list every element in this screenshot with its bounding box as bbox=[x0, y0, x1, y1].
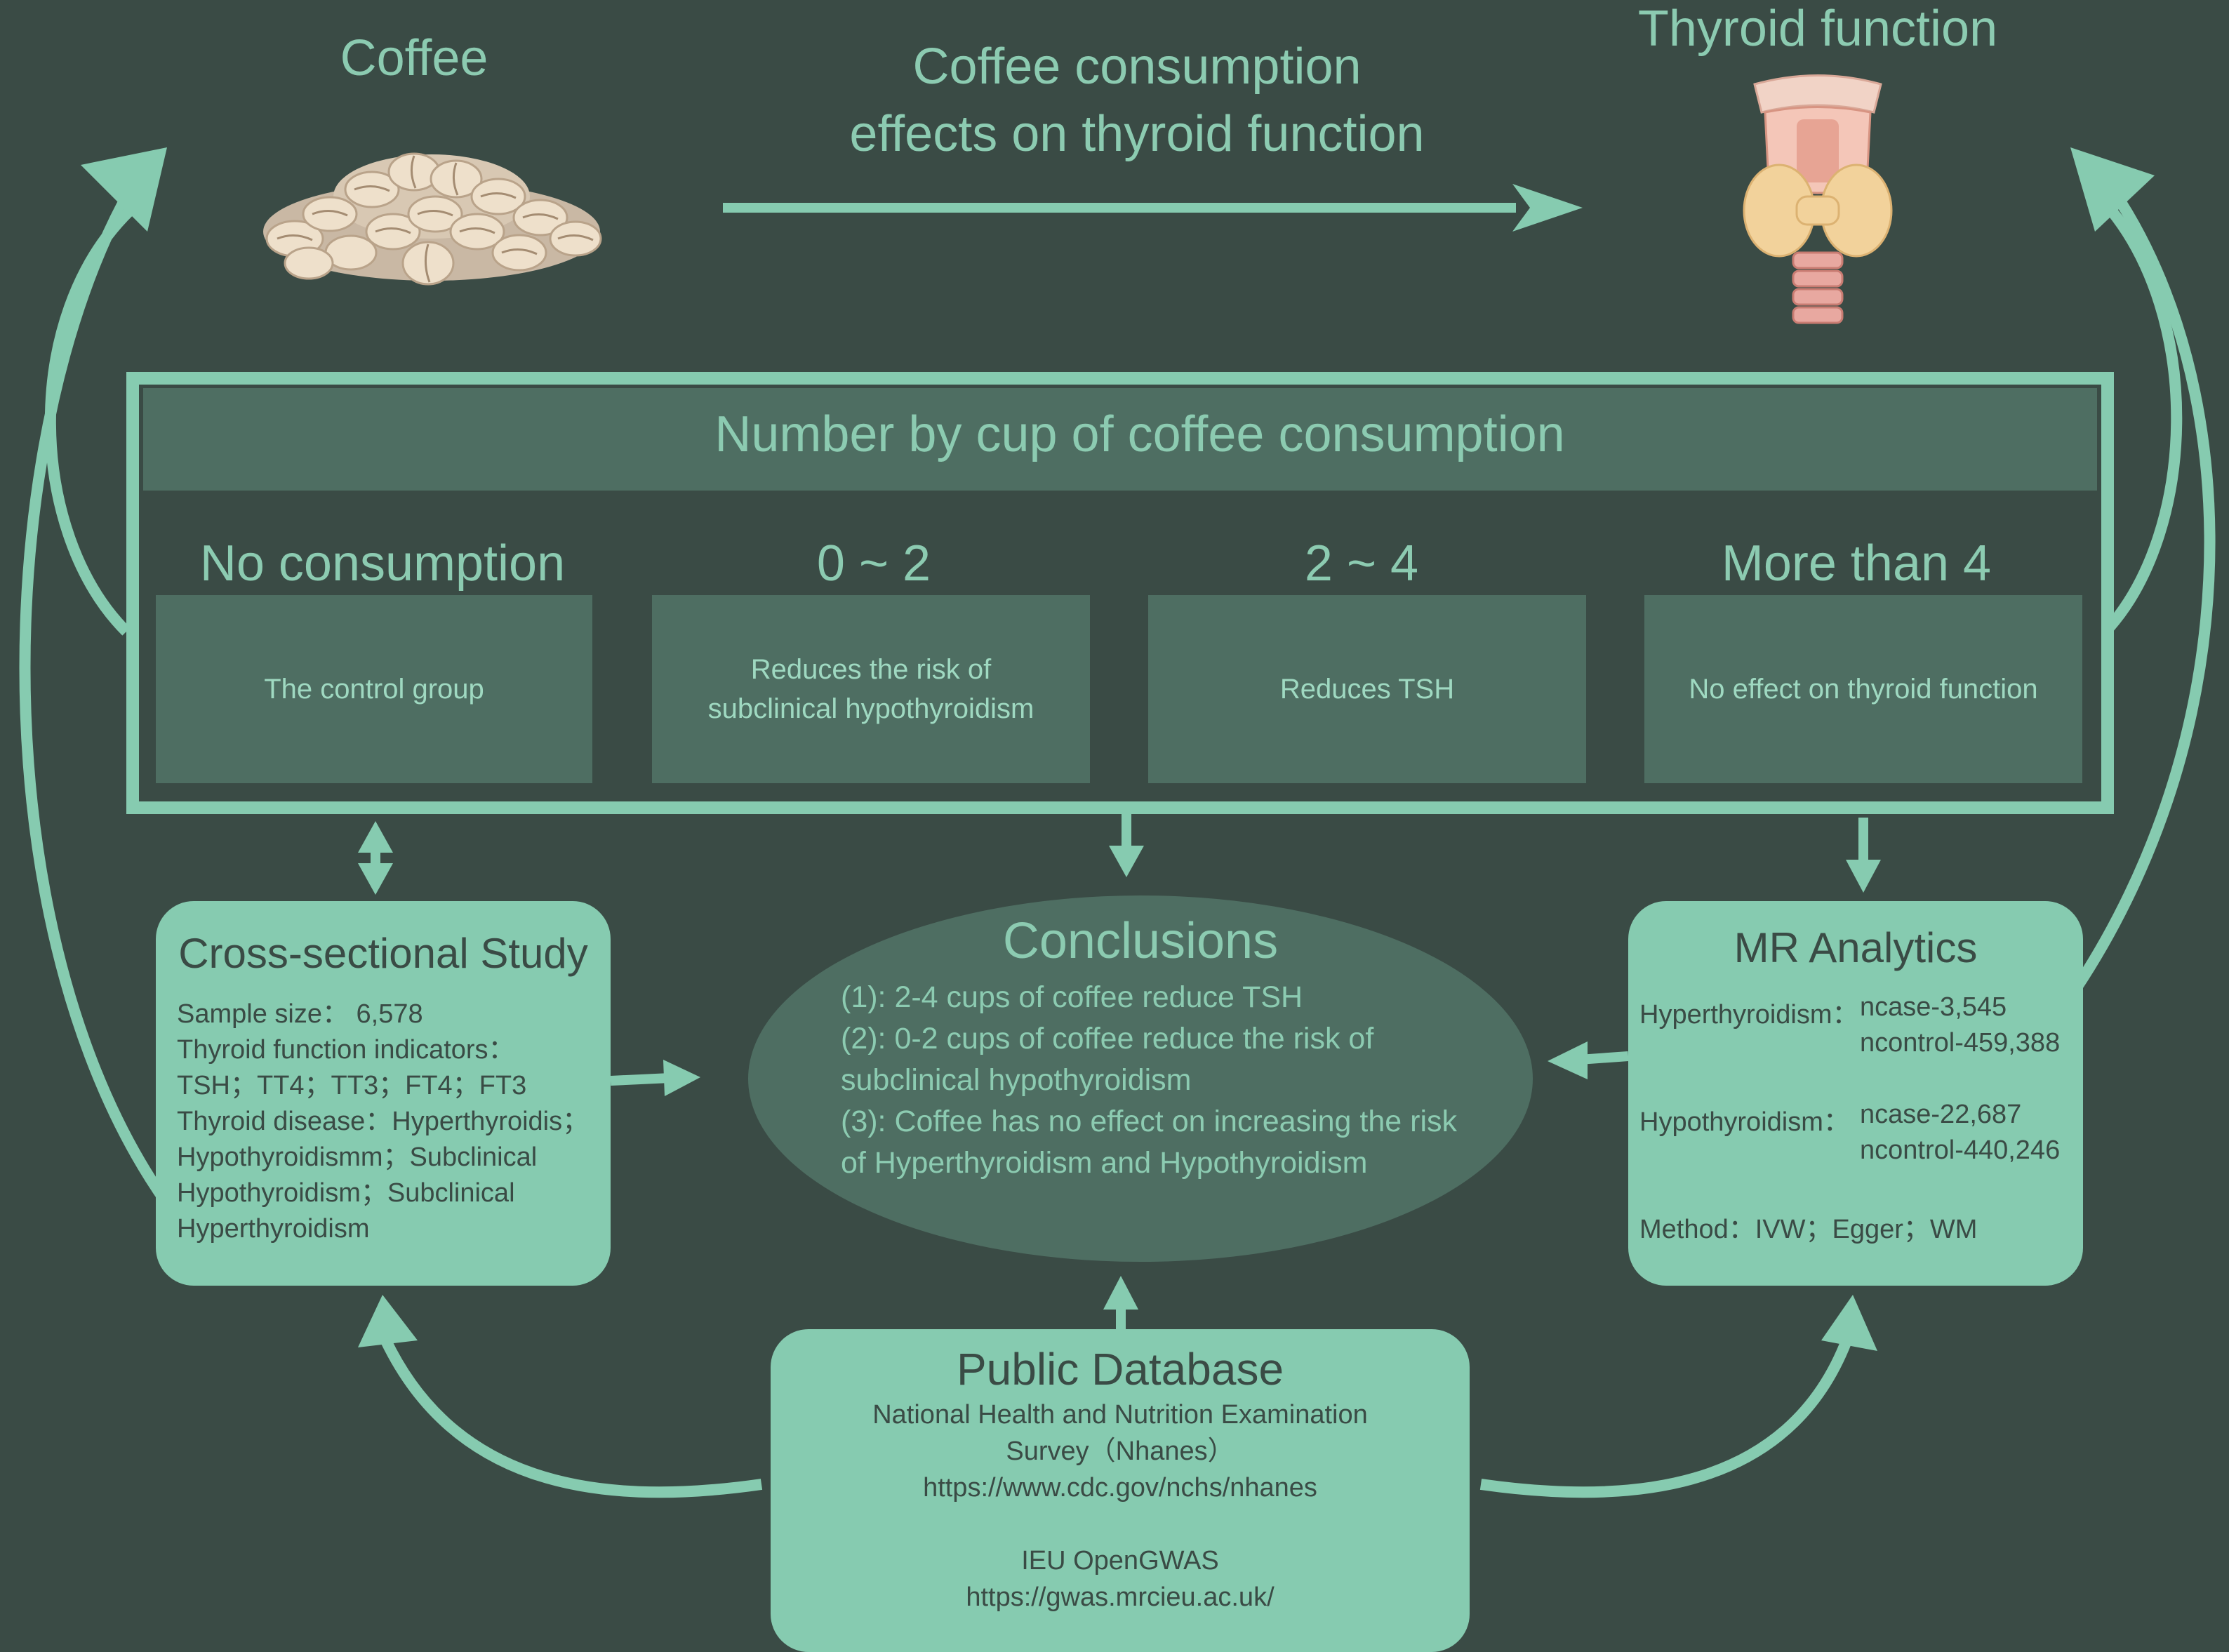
consumption-header-bar bbox=[143, 388, 2097, 491]
db-to-cross-curve bbox=[377, 1331, 763, 1498]
conclusions-title: Conclusions bbox=[1002, 913, 1279, 969]
conclusion-line: (3): Coffee has no effect on increasing … bbox=[841, 1105, 1458, 1138]
db-to-cross-head bbox=[358, 1295, 418, 1347]
detail-line: Thyroid disease：Hyperthyroidis； bbox=[177, 1107, 590, 1136]
left-inner-curve-arrow bbox=[44, 206, 134, 636]
category-effect-text: The control group bbox=[264, 674, 484, 705]
down-arrow-right bbox=[1846, 818, 1881, 893]
double-arrow-left bbox=[358, 821, 393, 895]
title-line-2: effects on thyroid function bbox=[849, 106, 1425, 162]
category-label-2-4: 2 ~ 4 bbox=[1304, 535, 1419, 592]
db-to-conclusions-arrow bbox=[1103, 1276, 1138, 1330]
mr-to-conclusions-arrow bbox=[1548, 1041, 1629, 1079]
database-line: National Health and Nutrition Examinatio… bbox=[872, 1400, 1368, 1430]
mr-hypo-case: ncase-22,687 bbox=[1860, 1100, 2022, 1129]
detail-line: Hyperthyroidism bbox=[177, 1214, 370, 1244]
db-to-mr-head bbox=[1821, 1295, 1877, 1351]
cross-sectional-details: Sample size： 6,578 Thyroid function indi… bbox=[177, 997, 589, 1247]
left-arrowhead bbox=[81, 147, 167, 232]
database-line: IEU OpenGWAS bbox=[1021, 1546, 1219, 1576]
left-outer-curve-arrow bbox=[19, 201, 236, 1281]
cross-sectional-box: Cross-sectional Study Sample size： 6,578… bbox=[156, 901, 611, 1286]
detail-line: Sample size： 6,578 bbox=[177, 999, 423, 1029]
title-line-1: Coffee consumption bbox=[912, 39, 1362, 95]
mr-hypo-control: ncontrol-440,246 bbox=[1860, 1135, 2061, 1165]
db-to-mr-curve bbox=[1479, 1331, 1855, 1498]
database-line: Survey（Nhanes） bbox=[1006, 1437, 1235, 1466]
right-inner-curve-arrow bbox=[2101, 199, 2183, 636]
mr-title: MR Analytics bbox=[1734, 924, 1978, 971]
coffee-beans-icon bbox=[263, 152, 602, 286]
mr-method: Method：IVW；Egger；WM bbox=[1639, 1215, 1978, 1244]
conclusion-line: subclinical hypothyroidism bbox=[841, 1063, 1192, 1097]
category-label-0-2: 0 ~ 2 bbox=[816, 535, 931, 592]
detail-line: TSH；TT4；TT3；FT4；FT3 bbox=[177, 1071, 527, 1100]
conclusions-list: (1): 2-4 cups of coffee reduce TSH (2): … bbox=[841, 977, 1457, 1184]
category-effect-text: No effect on thyroid function bbox=[1689, 674, 2038, 705]
mr-hyper-case: ncase-3,545 bbox=[1860, 992, 2007, 1022]
cross-sectional-title: Cross-sectional Study bbox=[178, 930, 588, 977]
database-details: National Health and Nutrition Examinatio… bbox=[771, 1397, 1470, 1616]
coffee-to-thyroid-arrow bbox=[723, 184, 1583, 232]
down-arrow-center bbox=[1109, 814, 1144, 877]
right-arrowhead bbox=[2070, 147, 2155, 232]
detail-line: Hypothyroidism；Subclinical bbox=[177, 1178, 515, 1208]
thyroid-icon bbox=[1743, 74, 1893, 324]
coffee-label: Coffee bbox=[340, 30, 488, 86]
database-title: Public Database bbox=[956, 1344, 1284, 1394]
mr-analytics-box: MR Analytics Hyperthyroidism： ncase-3,54… bbox=[1628, 901, 2083, 1286]
category-effect-text: Reduces TSH bbox=[1279, 674, 1455, 705]
right-outer-curve-arrow bbox=[2006, 196, 2216, 1078]
category-effect-2-4: Reduces TSH bbox=[1148, 595, 1586, 783]
consumption-heading: Number by cup of coffee consumption bbox=[714, 406, 1565, 462]
mr-hyper-control: ncontrol-459,388 bbox=[1860, 1028, 2061, 1058]
cross-to-conclusions-arrow bbox=[610, 1060, 700, 1096]
thyroid-label: Thyroid function bbox=[1637, 1, 1998, 57]
database-link: https://www.cdc.gov/nchs/nhanes bbox=[923, 1473, 1317, 1503]
database-line bbox=[771, 1506, 1470, 1543]
detail-line: Thyroid function indicators： bbox=[177, 1035, 515, 1065]
category-effect-more-4: No effect on thyroid function bbox=[1644, 595, 2082, 783]
conclusion-line: (2): 0-2 cups of coffee reduce the risk … bbox=[841, 1022, 1374, 1055]
database-link: https://gwas.mrcieu.ac.uk/ bbox=[966, 1583, 1275, 1612]
conclusions-ellipse bbox=[748, 895, 1533, 1262]
conclusion-line: (1): 2-4 cups of coffee reduce TSH bbox=[841, 980, 1303, 1014]
consumption-panel bbox=[126, 372, 2114, 814]
category-effect-none: The control group bbox=[156, 595, 592, 783]
category-label-more-4: More than 4 bbox=[1721, 535, 1992, 592]
category-effect-text: Reduces the risk of subclinical hypothyr… bbox=[707, 654, 1034, 724]
mr-hypo-label: Hypothyroidism： bbox=[1639, 1107, 1850, 1137]
public-database-box: Public Database National Health and Nutr… bbox=[771, 1329, 1470, 1652]
detail-line: Hypothyroidismm；Subclinical bbox=[177, 1143, 538, 1172]
conclusion-line: of Hyperthyroidism and Hypothyroidism bbox=[841, 1146, 1368, 1180]
mr-hyper-label: Hyperthyroidism： bbox=[1639, 1000, 1859, 1030]
category-effect-0-2: Reduces the risk of subclinical hypothyr… bbox=[652, 595, 1090, 783]
category-label-none: No consumption bbox=[199, 535, 566, 592]
